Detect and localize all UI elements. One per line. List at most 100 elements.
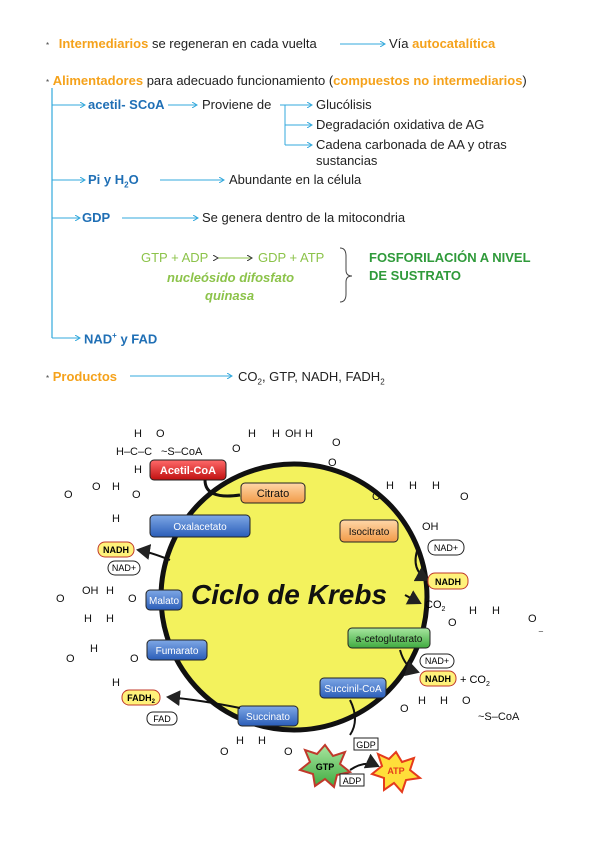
gtp-star-icon bbox=[297, 743, 353, 789]
atom-h: H bbox=[386, 480, 394, 492]
atom-o: O bbox=[284, 746, 293, 758]
fumarate-structure: H O O H bbox=[66, 643, 139, 689]
fad-text: y FAD bbox=[116, 331, 158, 347]
enzyme-name-2: quinasa bbox=[205, 288, 255, 303]
pi-o: O bbox=[128, 172, 139, 187]
atom-o: O bbox=[66, 653, 75, 665]
atom-o: O bbox=[448, 617, 457, 629]
fosforilacion-2: DE SUSTRATO bbox=[369, 268, 461, 283]
succinato-box bbox=[237, 705, 299, 727]
pi-text: Pi y H bbox=[88, 172, 125, 187]
atom-h: H bbox=[258, 735, 266, 747]
citrato-box bbox=[240, 482, 306, 504]
atom-oh: OH bbox=[422, 521, 439, 533]
atom-o: O bbox=[460, 491, 469, 503]
pi-sub: 2 bbox=[124, 180, 129, 190]
krebs-cycle-diagram: Ciclo de Krebs H O H–C–C ~S–CoA H Acetil… bbox=[56, 428, 544, 794]
reaction-arrow bbox=[136, 544, 171, 561]
isocitrate-structure: H H H O O OH bbox=[372, 480, 469, 533]
co-text: CO bbox=[238, 369, 258, 384]
fad-label: FAD bbox=[153, 714, 171, 724]
atom-o: O bbox=[372, 491, 381, 503]
malato-box bbox=[145, 589, 183, 611]
atom-h: H bbox=[492, 605, 500, 617]
nad-sup: + bbox=[112, 331, 117, 340]
succinato-label: Succinato bbox=[246, 712, 290, 723]
atom-o: O bbox=[462, 695, 471, 707]
co2-label: CO2 bbox=[425, 599, 446, 613]
reaction-arrow bbox=[413, 547, 430, 582]
via-label: Vía bbox=[389, 36, 409, 51]
atom-h: H bbox=[84, 613, 92, 625]
nad-plus-label: NAD+ bbox=[112, 563, 136, 573]
atom-o: O bbox=[232, 443, 241, 455]
productos-label: Productos bbox=[52, 369, 118, 384]
nad-fad-label: NAD+ y FAD bbox=[84, 331, 157, 346]
succinyl-scoa: ~S–CoA bbox=[478, 711, 520, 723]
atom-h: H bbox=[106, 613, 114, 625]
nadh-label: NADH bbox=[425, 674, 451, 684]
atom-h: H bbox=[134, 464, 142, 476]
atom-oh: OH bbox=[82, 585, 99, 597]
atom-h: H bbox=[409, 480, 417, 492]
reaction-arrow bbox=[349, 699, 356, 736]
nad-plus-label: NAD+ bbox=[434, 543, 458, 553]
nadh-label: NADH bbox=[103, 545, 129, 555]
pi-h2o-label: Pi y H2O bbox=[88, 172, 139, 190]
bullet: * bbox=[46, 374, 50, 383]
atom-h: H bbox=[440, 695, 448, 707]
reaction-left: GTP + ADP bbox=[141, 250, 209, 265]
atp-label: ATP bbox=[387, 766, 404, 776]
malato-label: Malato bbox=[149, 596, 179, 607]
succinil-coa-label: Succinil-CoA bbox=[324, 684, 382, 695]
autocatalitica-label: autocatalítica bbox=[412, 36, 496, 51]
bracket-icon bbox=[339, 247, 353, 303]
atom-o: O bbox=[56, 593, 65, 605]
nadh-label: NADH bbox=[435, 577, 461, 587]
atom-h: H bbox=[248, 428, 256, 440]
atom-h: H bbox=[106, 585, 114, 597]
note-line-intermediarios: * Intermediarios se regeneran en cada vu… bbox=[46, 36, 317, 51]
nadh-badge bbox=[419, 670, 457, 687]
succinyl-coa-structure: H H O O ~S–CoA bbox=[400, 695, 520, 723]
adp-label: ADP bbox=[343, 776, 362, 786]
atom-o: O bbox=[400, 703, 409, 715]
atom-o: O bbox=[64, 489, 73, 501]
atom-o: O bbox=[92, 481, 101, 493]
atom-o: O bbox=[128, 593, 137, 605]
isocitrato-label: Isocitrato bbox=[349, 527, 390, 538]
acetil-scoa-label: acetil- SCoA bbox=[88, 97, 165, 112]
fosforilacion-1: FOSFORILACIÓN A NIVEL bbox=[369, 250, 531, 265]
fadh2-label: FADH2 bbox=[127, 693, 156, 705]
nadh-badge bbox=[427, 572, 469, 590]
productos-list: CO2, GTP, NADH, FADH2 bbox=[238, 369, 385, 387]
atom-h: H bbox=[112, 677, 120, 689]
reaction-arrow bbox=[166, 690, 241, 709]
cycle-title: Ciclo de Krebs bbox=[191, 579, 387, 610]
gdp-label: GDP bbox=[356, 740, 376, 750]
plus-co2-label: + CO2 bbox=[460, 674, 490, 688]
bullet: * bbox=[46, 41, 50, 50]
atom-o: O bbox=[328, 457, 337, 469]
citrato-label: Citrato bbox=[257, 488, 289, 500]
source-glucolisis: Glucólisis bbox=[316, 97, 372, 112]
reaction-arrow bbox=[349, 753, 380, 771]
atom-o: O bbox=[130, 653, 139, 665]
nad-plus-badge bbox=[419, 653, 455, 669]
isocitrato-box bbox=[339, 519, 399, 543]
atom-h: H bbox=[418, 695, 426, 707]
source-degradacion: Degradación oxidativa de AG bbox=[316, 117, 485, 132]
nadh-badge bbox=[97, 541, 135, 558]
acetyl-arrow bbox=[203, 479, 241, 498]
via-autocatalitica: Vía autocatalítica bbox=[389, 36, 495, 51]
acetyl-scoa: ~S–CoA bbox=[161, 446, 203, 458]
fad-badge bbox=[146, 711, 178, 726]
cetoglutarato-label: a-cetoglutarato bbox=[356, 634, 423, 645]
gdp-badge bbox=[353, 737, 379, 751]
source-sustancias: sustancias bbox=[316, 153, 378, 168]
nad-plus-label: NAD+ bbox=[425, 656, 449, 666]
ketoglutarate-structure: H H O O ⁻ bbox=[448, 605, 544, 640]
productos-rest: , GTP, NADH, FADH bbox=[261, 369, 381, 384]
gdp-label: GDP bbox=[82, 210, 111, 225]
adp-badge bbox=[339, 773, 365, 787]
